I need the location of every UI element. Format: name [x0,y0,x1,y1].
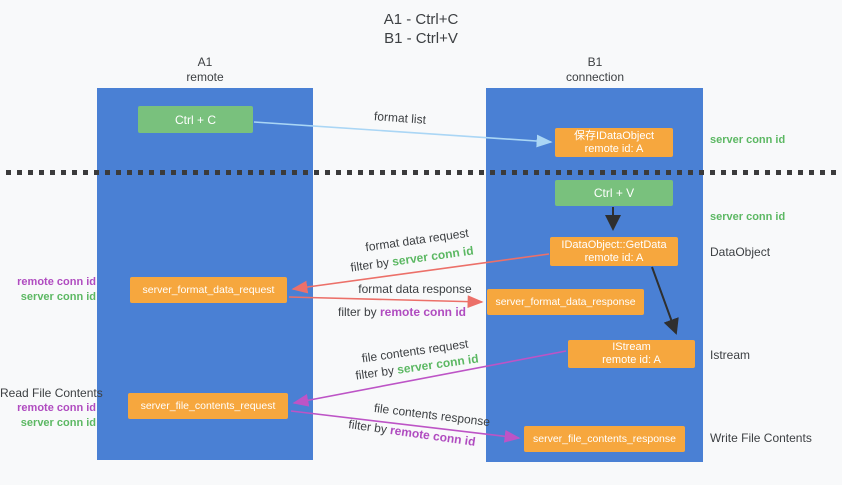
column-header-a1: A1 remote [145,55,265,85]
label-filter-by-remote-1: filter by remote conn id [322,305,482,319]
title-line-1: A1 - Ctrl+C [383,11,459,28]
right-server-conn-id-top: server conn id [710,134,786,146]
column-b1-name: B1 [587,55,603,69]
left-server-conn-id-2: server conn id [20,417,96,429]
node-save-idataobject-line2: remote id: A [584,142,644,155]
remote-conn-id-text: remote conn id [389,423,477,449]
node-idataobject-getdata: IDataObject::GetData remote id: A [550,237,678,266]
node-getdata-line1: IDataObject::GetData [561,238,667,251]
write-file-contents-label: Write File Contents [710,431,812,445]
node-ctrl-c-label: Ctrl + C [174,112,216,127]
left-server-conn-id-1: server conn id [20,291,96,303]
format-data-response-arrow [288,295,484,309]
node-getdata-line2: remote id: A [584,251,644,264]
node-server-format-data-request: server_format_data_request [130,277,287,303]
diagram-title: A1 - Ctrl+C B1 - Ctrl+V [0,10,842,48]
node-ctrl-v-label: Ctrl + V [593,186,635,200]
dataobject-label: DataObject [710,245,771,259]
node-istream-line1: IStream [612,341,651,353]
left-remote-conn-id-1: remote conn id [17,276,96,288]
node-server-file-contents-response: server_file_contents_response [524,426,685,452]
label-format-data-response: format data response [358,282,472,296]
read-file-contents-label: Read File Contents [0,386,103,400]
node-server-file-contents-request: server_file_contents_request [128,393,288,419]
node-file-request-label: server_file_contents_request [140,400,276,412]
title-line-2: B1 - Ctrl+V [384,30,458,47]
istream-label: Istream [710,348,751,362]
node-format-response-label: server_format_data_response [495,296,636,308]
node-server-format-data-response: server_format_data_response [487,289,644,315]
node-format-request-label: server_format_data_request [142,284,275,296]
node-save-idataobject: 保存IDataObject remote id: A [555,128,673,157]
column-a1-role: remote [186,70,224,84]
session-divider-dotted-line [6,170,836,175]
filter-by-text: filter by [354,362,399,383]
node-istream: IStream remote id: A [568,340,695,368]
left-remote-conn-id-2: remote conn id [17,402,96,414]
label-format-list: format list [373,109,427,127]
remote-conn-id-text: remote conn id [380,305,467,319]
node-save-idataobject-line1: 保存IDataObject [573,129,655,142]
left-format-conn-ids: remote conn id server conn id [0,275,96,305]
node-file-response-label: server_file_contents_response [532,433,676,445]
node-ctrl-v: Ctrl + V [555,180,673,206]
filter-by-text: filter by [347,417,392,437]
node-istream-line2: remote id: A [602,354,661,366]
column-b1-role: connection [565,70,625,84]
column-a1-name: A1 [197,55,213,69]
filter-by-text: filter by [349,254,394,275]
node-ctrl-c: Ctrl + C [138,106,253,133]
right-server-conn-id-mid: server conn id [710,211,786,223]
left-file-conn-ids: Read File Contents remote conn id server… [0,386,103,431]
filter-by-text: filter by [337,305,380,319]
column-header-b1: B1 connection [535,55,655,85]
